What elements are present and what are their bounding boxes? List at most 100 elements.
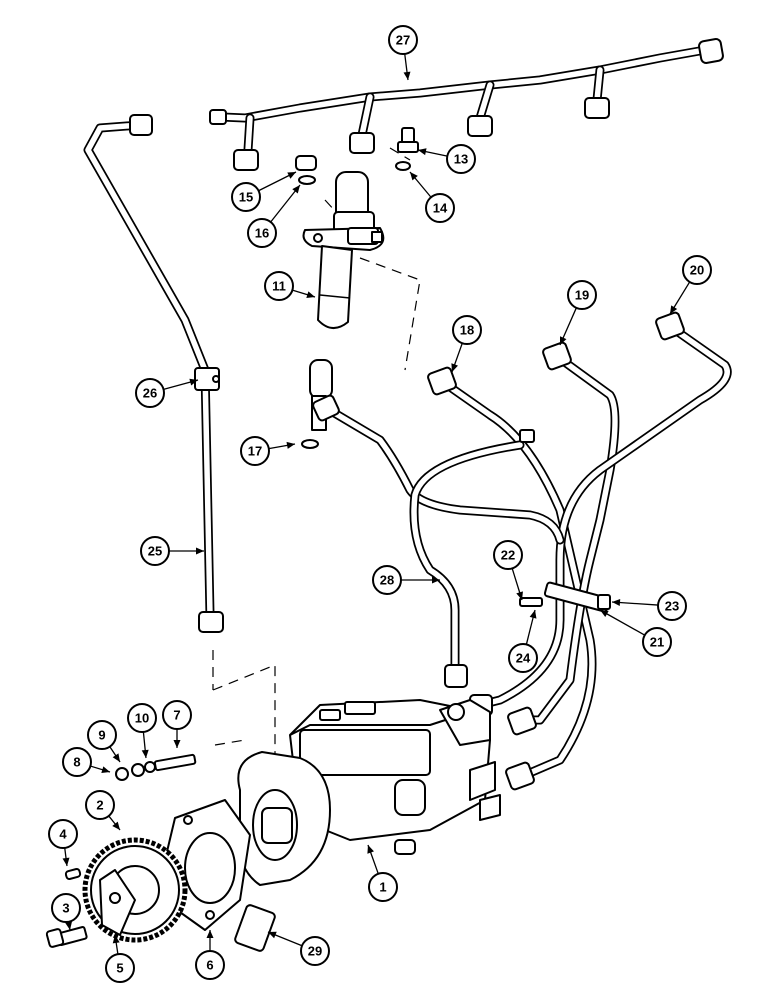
woodruff-key (64, 867, 82, 881)
leader-arrowhead (403, 71, 411, 80)
callout-17: 17 (240, 436, 296, 466)
injection-pump (237, 699, 501, 886)
callout-21: 21 (599, 609, 672, 657)
callout-circle (85, 790, 115, 820)
callout-circle (372, 565, 402, 595)
callout-9: 9 (87, 720, 121, 763)
callout-number: 3 (62, 901, 69, 916)
callout-16: 16 (247, 184, 301, 248)
callout-22: 22 (493, 540, 523, 601)
callout-number: 1 (379, 880, 386, 895)
callout-circle (135, 378, 165, 408)
leader-arrowhead (206, 930, 214, 938)
stud-and-washers (115, 753, 197, 781)
callout-number: 14 (433, 201, 448, 216)
leader-arrowhead (529, 610, 537, 619)
callout-1: 1 (367, 844, 398, 902)
callout-circle (162, 700, 192, 730)
callout-28: 28 (372, 565, 440, 595)
callout-11: 11 (264, 271, 316, 301)
callout-number: 23 (665, 599, 679, 614)
callout-circle (231, 182, 261, 212)
leader-arrowhead (292, 185, 300, 194)
callout-23: 23 (611, 591, 687, 621)
callout-24: 24 (508, 609, 538, 673)
banjo-bolt (295, 127, 419, 185)
assembly-guide-lines (212, 147, 421, 790)
callout-number: 4 (59, 827, 67, 842)
leader-arrowhead (196, 547, 204, 555)
callout-27: 27 (388, 25, 418, 81)
callout-4: 4 (48, 819, 78, 867)
callout-circle (51, 893, 81, 923)
callout-number: 16 (255, 226, 269, 241)
fuel-pipe-left (83, 114, 224, 633)
callout-number: 22 (501, 548, 515, 563)
leader-arrowhead (410, 172, 418, 181)
callout-circle (105, 953, 135, 983)
callout-7: 7 (162, 700, 192, 748)
leader-arrowhead (112, 753, 120, 762)
callout-circle (388, 25, 418, 55)
callout-number: 9 (98, 728, 105, 743)
callout-circle (195, 950, 225, 980)
callout-number: 19 (575, 288, 589, 303)
callout-circle (247, 218, 277, 248)
callout-number: 5 (116, 961, 123, 976)
callout-number: 29 (308, 944, 322, 959)
callout-circle (48, 819, 78, 849)
leader-arrowhead (418, 148, 427, 156)
callout-circle (682, 255, 712, 285)
callout-25: 25 (140, 536, 204, 566)
leader-arrowhead (286, 441, 295, 449)
leader-arrowhead (600, 610, 609, 617)
leader-arrowhead (65, 921, 73, 930)
callout-circle (87, 720, 117, 750)
callout-number: 27 (396, 33, 410, 48)
callout-circle (240, 436, 270, 466)
drive-gear (82, 837, 188, 943)
callout-3: 3 (51, 893, 81, 931)
leader-line (599, 609, 646, 636)
callout-circle (300, 936, 330, 966)
callout-number: 28 (380, 573, 394, 588)
callout-15: 15 (231, 171, 297, 212)
callout-number: 7 (173, 708, 180, 723)
callout-18: 18 (451, 315, 482, 373)
injector-pipes (312, 311, 732, 791)
callout-circle (446, 144, 476, 174)
callout-8: 8 (62, 747, 111, 777)
leak-off-pipe (209, 38, 724, 171)
callout-number: 20 (690, 263, 704, 278)
callout-number: 26 (143, 386, 157, 401)
callout-number: 25 (148, 544, 162, 559)
callout-number: 24 (516, 651, 531, 666)
callout-29: 29 (267, 931, 330, 966)
leader-arrowhead (62, 857, 70, 866)
callout-circle (264, 271, 294, 301)
callout-circle (62, 747, 92, 777)
leader-arrowhead (516, 591, 523, 600)
callout-circle (452, 315, 482, 345)
callout-circle (493, 540, 523, 570)
leader-arrowhead (112, 821, 120, 830)
callout-number: 11 (272, 279, 286, 294)
callout-circle (657, 591, 687, 621)
callout-20: 20 (669, 255, 712, 315)
leader-arrowhead (612, 599, 621, 607)
leader-arrowhead (451, 363, 458, 372)
callout-number: 13 (454, 152, 468, 167)
callout-circle (508, 643, 538, 673)
leader-arrowhead (287, 172, 296, 179)
pipe-clamp (519, 581, 611, 613)
leader-arrowhead (367, 845, 374, 854)
callout-2: 2 (85, 790, 121, 831)
callout-14: 14 (409, 171, 455, 223)
callout-circle (127, 703, 157, 733)
leader-arrowhead (268, 931, 277, 939)
leader-arrowhead (189, 378, 198, 386)
callout-circle (642, 627, 672, 657)
leader-arrowhead (101, 766, 110, 774)
callout-number: 21 (650, 635, 664, 650)
callout-number: 2 (96, 798, 103, 813)
